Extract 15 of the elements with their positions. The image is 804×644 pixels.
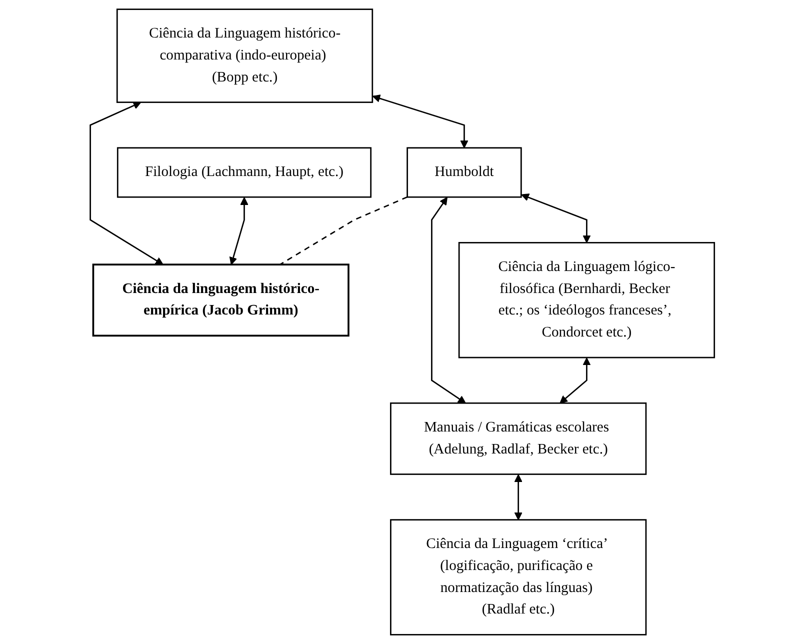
node-box: Ciência da Linguagem ‘crítica’ (logificação, purificação e normatização das línguas) (Radlaf etc.) [390, 519, 646, 636]
arrow [229, 197, 248, 265]
node-box: Manuais / Gramáticas escolares (Adelung, Radlaf, Becker etc.) [390, 402, 646, 475]
node-box: Ciência da linguagem histórico-empírica (Jacob Grimm) [92, 264, 350, 337]
arrow [520, 194, 590, 244]
arrow [372, 94, 468, 148]
arrow [89, 102, 164, 265]
node-box: Filologia (Lachmann, Haupt, etc.) [116, 147, 372, 198]
arrow [430, 197, 466, 404]
node-box: Humboldt [406, 147, 522, 198]
arrow [514, 474, 522, 520]
node-box: Ciência da Linguagem lógico-filosófica (Bernhardi, Becker etc.; os ‘ideólogos franceses’, Condorcet etc.) [458, 242, 715, 358]
node-box: Ciência da Linguagem histórico-comparativa (indo-europeia) (Bopp etc.) [116, 8, 373, 103]
arrow [559, 358, 590, 404]
connector [279, 196, 408, 266]
